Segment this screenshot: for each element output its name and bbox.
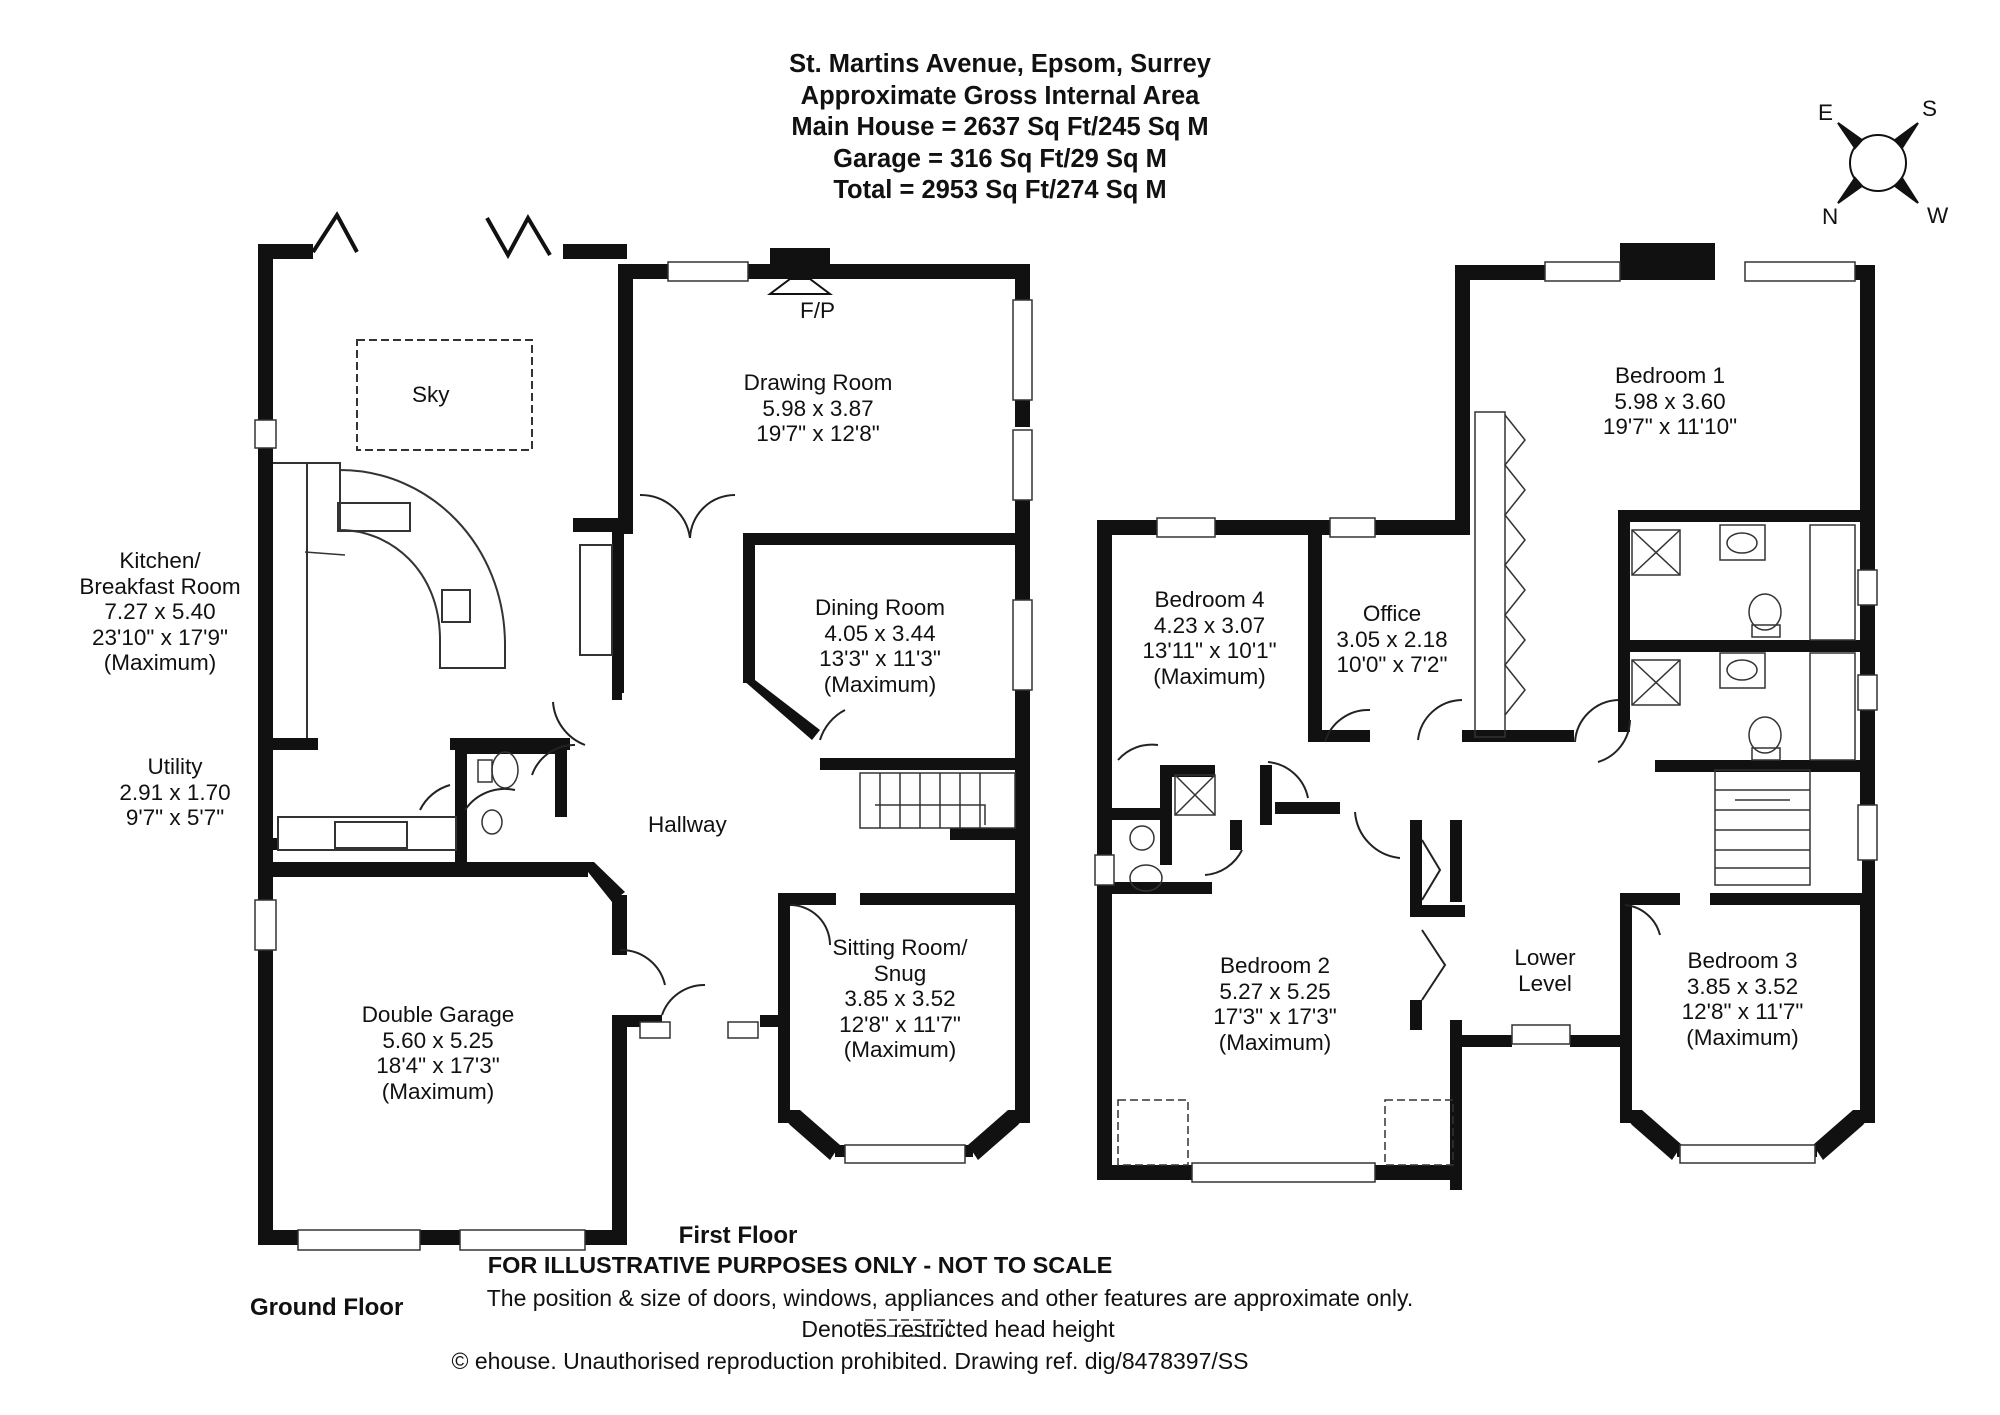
main-house-area: Main House = 2637 Sq Ft/245 Sq M xyxy=(791,113,1209,141)
room-imperial: 17'3" x 17'3" xyxy=(1213,1004,1337,1029)
restricted-head-height xyxy=(864,1099,1454,1337)
room-metric: 4.05 x 3.44 xyxy=(824,620,936,646)
hallway-label: Hallway xyxy=(648,812,727,837)
room-name: Bedroom 4 xyxy=(1154,587,1265,612)
kitchen-units xyxy=(273,462,613,851)
room-imperial: 13'11" x 10'1" xyxy=(1142,638,1277,663)
room-name-line1: Sitting Room/ xyxy=(832,935,968,960)
room-office: Office 3.05 x 2.18 10'0" x 7'2" xyxy=(1322,601,1462,678)
room-bedroom-1: Bedroom 1 5.98 x 3.60 19'7" x 11'10" xyxy=(1570,363,1770,440)
room-imperial: 12'8" x 11'7" xyxy=(1681,999,1804,1024)
room-metric: 3.85 x 3.52 xyxy=(844,986,956,1011)
room-metric: 4.23 x 3.07 xyxy=(1153,612,1266,638)
room-metric: 2.91 x 1.70 xyxy=(119,779,231,805)
room-note: (Maximum) xyxy=(1218,1029,1332,1055)
room-utility: Utility 2.91 x 1.70 9'7" x 5'7" xyxy=(100,754,250,831)
room-metric: 5.60 x 5.25 xyxy=(382,1027,494,1053)
room-name: Bedroom 2 xyxy=(1219,953,1331,978)
ensuite-fittings xyxy=(1129,524,1856,892)
room-imperial: 10'0" x 7'2" xyxy=(1336,652,1448,677)
room-drawing-room: Drawing Room 5.98 x 3.87 19'7" x 12'8" xyxy=(718,370,918,447)
copyright-note: © ehouse. Unauthorised reproduction proh… xyxy=(451,1348,1249,1374)
room-imperial: 9'7" x 5'7" xyxy=(125,805,225,830)
room-note: (Maximum) xyxy=(1153,663,1266,689)
first-floor-label: First Floor xyxy=(678,1222,798,1249)
compass-s-label: S xyxy=(1922,96,1938,121)
sky-label: Sky xyxy=(412,382,450,407)
compass-e-label: E xyxy=(1818,100,1834,125)
fireplace-label: F/P xyxy=(800,298,836,323)
room-name: Drawing Room xyxy=(743,370,893,395)
room-bedroom-2: Bedroom 2 5.27 x 5.25 17'3" x 17'3" (Max… xyxy=(1175,953,1375,1055)
skylight-outline xyxy=(356,339,533,451)
room-imperial: 18'4" x 17'3" xyxy=(376,1053,500,1078)
first-floor-windows xyxy=(1094,261,1878,1183)
room-lower-level: Lower Level xyxy=(1470,945,1620,996)
room-imperial: 13'3" x 11'3" xyxy=(819,646,941,671)
compass-w-label: W xyxy=(1927,203,1949,228)
room-name: Bedroom 3 xyxy=(1687,948,1798,973)
room-metric: 5.27 x 5.25 xyxy=(1219,978,1331,1004)
room-name: Dining Room xyxy=(814,595,946,620)
ground-floor-windows xyxy=(254,261,1033,1251)
compass-n-label: N xyxy=(1822,204,1839,229)
room-sitting-room: Sitting Room/ Snug 3.85 x 3.52 12'8" x 1… xyxy=(800,935,1000,1063)
kitchen-bifold-doors xyxy=(311,211,552,260)
compass-icon xyxy=(1837,122,1919,204)
room-imperial: 19'7" x 11'10" xyxy=(1602,414,1738,439)
room-metric: 7.27 x 5.40 xyxy=(104,599,216,624)
room-name-line1: Lower xyxy=(1514,945,1576,970)
room-note: (Maximum) xyxy=(823,671,937,697)
garage-area: Garage = 316 Sq Ft/29 Sq M xyxy=(833,144,1167,173)
fireplace-icon xyxy=(767,278,833,295)
room-name-line2: Snug xyxy=(873,960,927,986)
position-note: The position & size of doors, windows, a… xyxy=(486,1285,1414,1311)
room-dining-room: Dining Room 4.05 x 3.44 13'3" x 11'3" (M… xyxy=(785,595,975,697)
room-bedroom-3: Bedroom 3 3.85 x 3.52 12'8" x 11'7" (Max… xyxy=(1645,948,1840,1050)
room-name: Office xyxy=(1362,601,1422,626)
first-floor-walls xyxy=(1097,243,1875,1190)
ground-floor-wc xyxy=(477,751,519,835)
room-imperial: 12'8" x 11'7" xyxy=(839,1011,961,1037)
room-name: Bedroom 1 xyxy=(1614,363,1726,388)
room-kitchen: Kitchen/ Breakfast Room 7.27 x 5.40 23'1… xyxy=(65,548,255,676)
room-name: Double Garage xyxy=(361,1002,515,1027)
room-metric: 3.05 x 2.18 xyxy=(1336,626,1448,652)
room-note: (Maximum) xyxy=(381,1078,495,1104)
room-metric: 5.98 x 3.60 xyxy=(1614,388,1726,414)
ground-floor-doors xyxy=(419,493,846,1016)
restricted-note: Denotes restricted head height xyxy=(801,1316,1115,1342)
room-note: (Maximum) xyxy=(1686,1024,1799,1050)
room-imperial: 23'10" x 17'9" xyxy=(92,624,228,650)
first-floor-doors xyxy=(1117,699,1661,1001)
total-area: Total = 2953 Sq Ft/274 Sq M xyxy=(833,176,1167,204)
room-imperial: 19'7" x 12'8" xyxy=(756,421,880,446)
room-name-line2: Breakfast Room xyxy=(79,573,241,599)
address-title: St. Martins Avenue, Epsom, Surrey xyxy=(789,50,1211,78)
room-metric: 3.85 x 3.52 xyxy=(1686,973,1799,999)
kitchen-arrow-icon xyxy=(304,551,346,556)
room-metric: 5.98 x 3.87 xyxy=(762,395,874,421)
room-name-line2: Level xyxy=(1518,970,1572,996)
room-note: (Maximum) xyxy=(843,1037,957,1062)
area-subtitle: Approximate Gross Internal Area xyxy=(800,81,1200,110)
room-name: Utility xyxy=(147,754,203,779)
room-double-garage: Double Garage 5.60 x 5.25 18'4" x 17'3" … xyxy=(338,1002,538,1104)
plan-header: St. Martins Avenue, Epsom, Surrey Approx… xyxy=(600,49,1400,207)
room-note: (Maximum) xyxy=(103,650,217,675)
bedroom1-wardrobes xyxy=(1474,411,1526,738)
ground-floor-label: Ground Floor xyxy=(250,1294,404,1321)
first-floor-stairs xyxy=(1714,769,1811,886)
room-bedroom-4: Bedroom 4 4.23 x 3.07 13'11" x 10'1" (Ma… xyxy=(1112,587,1307,689)
room-name-line1: Kitchen/ xyxy=(119,548,201,573)
disclaimer-text: FOR ILLUSTRATIVE PURPOSES ONLY - NOT TO … xyxy=(487,1252,1113,1278)
ground-floor-stairs xyxy=(859,772,1016,829)
